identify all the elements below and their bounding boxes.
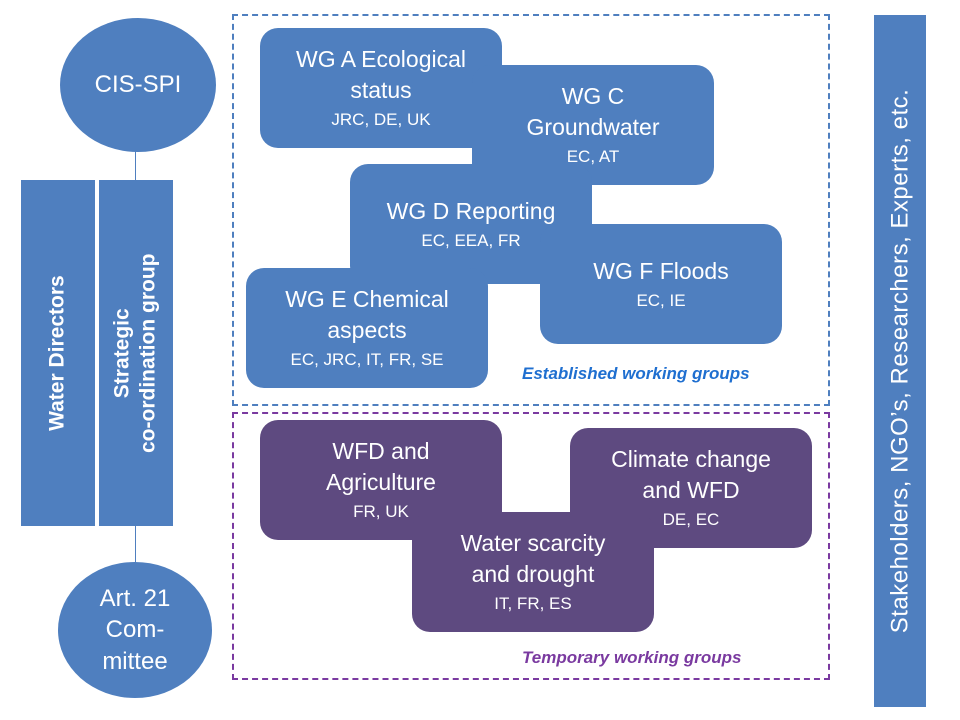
water-scarcity-box: Water scarcity and drought IT, FR, ES: [412, 512, 654, 632]
climate-change-members: DE, EC: [662, 510, 720, 530]
strategic-coordination-bar: Strategic co-ordination group: [99, 180, 173, 526]
art21-line-2: Com-: [105, 616, 165, 644]
strategic-line-2: co-ordination group: [137, 253, 161, 453]
climate-change-title: Climate change and WFD: [611, 444, 771, 506]
water-scarcity-title-1: Water scarcity: [460, 530, 606, 557]
wg-c-title-2: Groundwater: [526, 114, 660, 141]
wg-a-title: WG A Ecological status: [296, 44, 466, 106]
wg-e-title: WG E Chemical aspects: [285, 284, 449, 346]
temporary-groups-frame: [232, 412, 830, 680]
wg-e-box: WG E Chemical aspects EC, JRC, IT, FR, S…: [246, 268, 488, 388]
wg-c-members: EC, AT: [566, 147, 620, 167]
wfd-agriculture-title-2: Agriculture: [326, 469, 436, 496]
art21-committee-oval: Art. 21 Com- mittee: [58, 562, 212, 698]
wg-e-title-2: aspects: [327, 317, 407, 344]
wg-d-members: EC, EEA, FR: [421, 230, 521, 250]
wfd-agriculture-title: WFD and Agriculture: [326, 436, 436, 498]
wg-a-title-2: status: [350, 77, 412, 104]
cis-spi-oval: CIS-SPI: [60, 18, 216, 152]
wfd-agriculture-members: FR, UK: [353, 502, 409, 522]
established-groups-frame: [232, 14, 830, 406]
art21-line-1: Art. 21: [99, 585, 171, 613]
wg-a-box: WG A Ecological status JRC, DE, UK: [260, 28, 502, 148]
stakeholders-label: Stakeholders, NGO’s, Researchers, Expert…: [886, 88, 914, 634]
established-groups-label: Established working groups: [522, 364, 750, 383]
wg-c-title: WG C Groundwater: [527, 81, 660, 143]
water-directors-label: Water Directors: [45, 275, 69, 431]
wg-f-box: WG F Floods EC, IE: [540, 224, 782, 344]
climate-change-title-2: and WFD: [642, 477, 740, 504]
strategic-coordination-label: Strategic co-ordination group: [110, 253, 163, 452]
water-scarcity-members: IT, FR, ES: [494, 594, 572, 614]
cis-spi-label: CIS-SPI: [94, 71, 182, 99]
water-scarcity-title: Water scarcity and drought: [461, 528, 606, 590]
wg-e-title-1: WG E Chemical: [285, 286, 449, 313]
wg-c-title-1: WG C: [561, 83, 625, 110]
wg-d-title: WG D Reporting: [386, 197, 556, 224]
water-directors-bar: Water Directors: [21, 180, 95, 526]
art21-line-3: mittee: [102, 647, 168, 675]
wg-f-members: EC, IE: [636, 290, 686, 310]
climate-change-title-1: Climate change: [611, 446, 771, 473]
strategic-line-1: Strategic: [110, 308, 134, 398]
water-scarcity-title-2: and drought: [471, 561, 595, 588]
wfd-agriculture-title-1: WFD and: [332, 438, 430, 465]
wg-f-title: WG F Floods: [593, 257, 729, 284]
wg-a-title-1: WG A Ecological: [295, 46, 467, 73]
stakeholders-bar: Stakeholders, NGO’s, Researchers, Expert…: [874, 15, 926, 707]
wg-a-members: JRC, DE, UK: [331, 110, 431, 130]
art21-label: Art. 21 Com- mittee: [100, 583, 171, 677]
wg-e-members: EC, JRC, IT, FR, SE: [290, 350, 444, 370]
temporary-groups-label: Temporary working groups: [522, 648, 742, 667]
